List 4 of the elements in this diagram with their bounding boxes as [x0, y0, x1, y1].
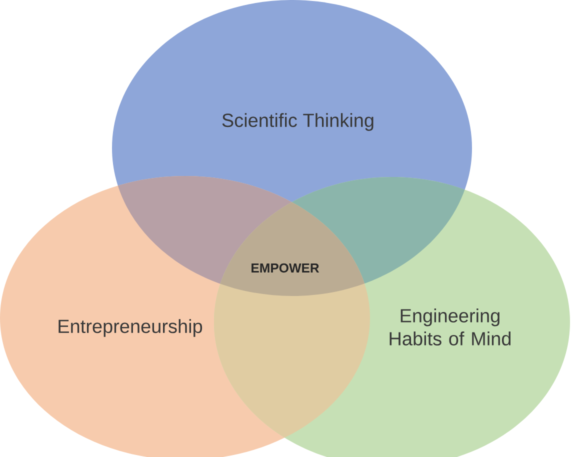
venn-label: Scientific Thinking: [222, 113, 374, 131]
venn-label: Entrepreneurship: [58, 319, 202, 337]
center-label: EMPOWER: [252, 263, 320, 273]
venn-label: Engineering Habits of Mind: [390, 308, 510, 346]
